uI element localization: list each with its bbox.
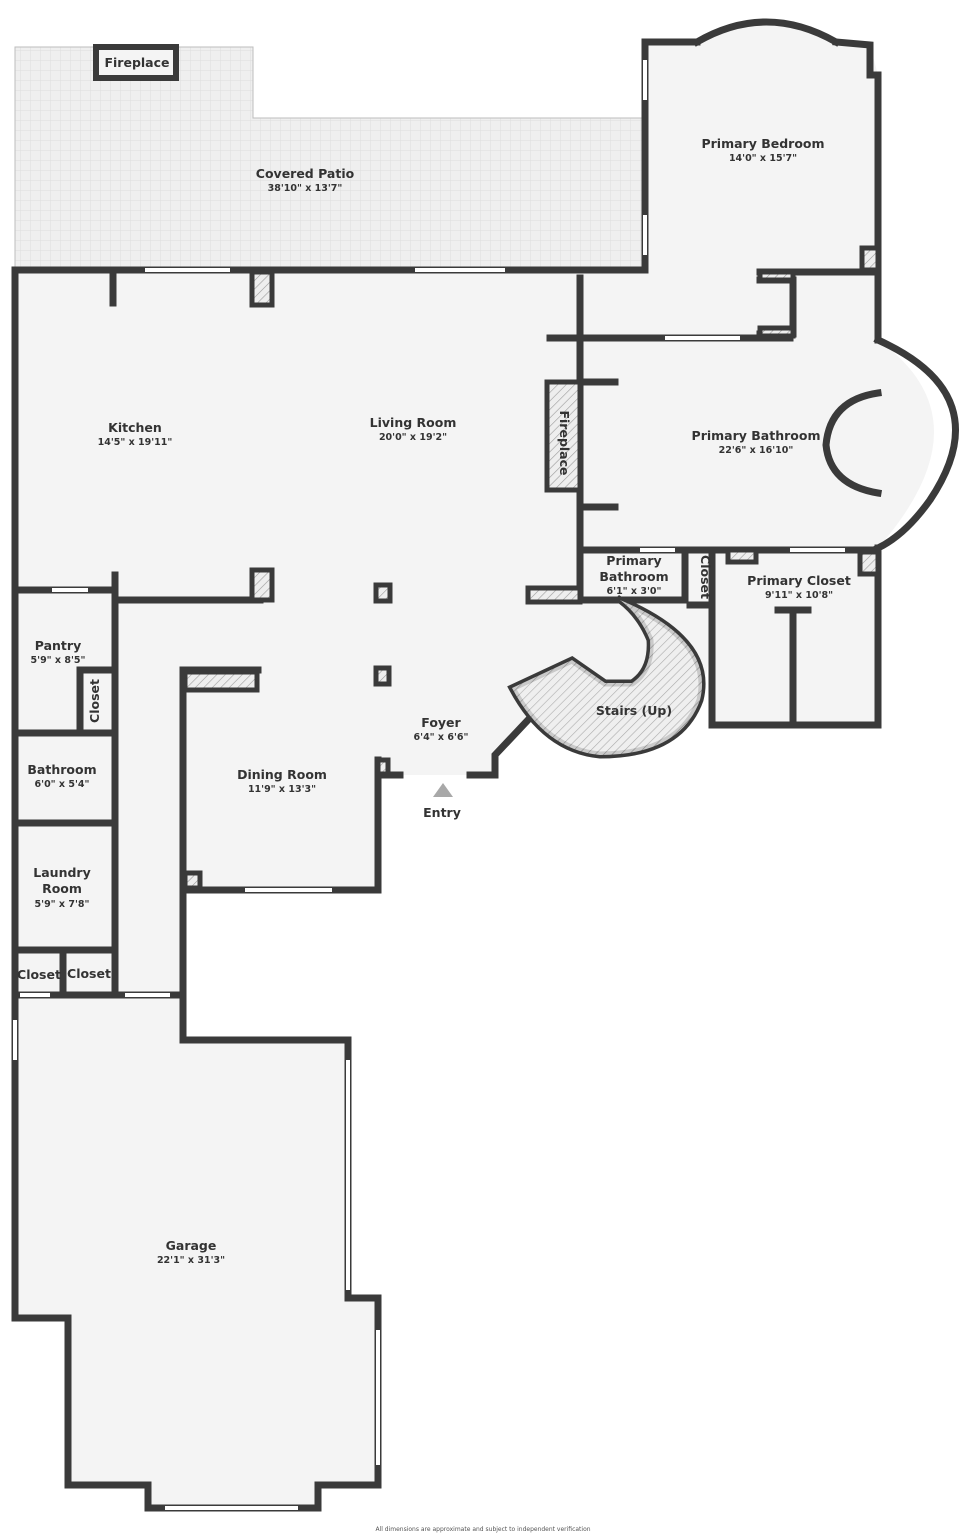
living-room-dims: 20'0" x 19'2" xyxy=(379,432,447,443)
laundry-room-label-2: Room xyxy=(42,881,82,896)
stairs-hatch xyxy=(512,600,703,755)
entry-label: Entry xyxy=(423,805,461,820)
dining-room-label: Dining Room xyxy=(237,767,327,782)
garage-label: Garage xyxy=(166,1238,217,1253)
laundry-room-label-1: Laundry xyxy=(33,865,90,880)
foyer-label: Foyer xyxy=(421,715,461,730)
patio-fireplace-label: Fireplace xyxy=(104,55,169,70)
primary-bedroom-label: Primary Bedroom xyxy=(701,136,824,151)
primary-bathroom-small-label-1: Primary xyxy=(606,553,661,568)
pantry-dims: 5'9" x 8'5" xyxy=(31,655,86,666)
bathroom-dims: 6'0" x 5'4" xyxy=(35,779,90,790)
living-room-label: Living Room xyxy=(370,415,457,430)
kitchen-dims: 14'5" x 19'11" xyxy=(98,437,173,448)
covered-patio-label: Covered Patio xyxy=(256,166,355,181)
stairs-label: Stairs (Up) xyxy=(596,703,672,718)
primary-bathroom-label: Primary Bathroom xyxy=(692,428,821,443)
primary-closet-label: Primary Closet xyxy=(747,573,851,588)
pantry-label: Pantry xyxy=(35,638,81,653)
covered-patio-dims: 38'10" x 13'7" xyxy=(268,183,343,194)
pantry-closet-label: Closet xyxy=(87,679,102,723)
entry-arrow-icon xyxy=(433,783,453,797)
bathroom-label: Bathroom xyxy=(27,762,96,777)
garage-dims: 22'1" x 31'3" xyxy=(157,1255,225,1266)
primary-bathroom-small-label-2: Bathroom xyxy=(599,569,668,584)
primary-bathroom-dims: 22'6" x 16'10" xyxy=(719,445,794,456)
foyer-dims: 6'4" x 6'6" xyxy=(414,732,469,743)
primary-closet-dims: 9'11" x 10'8" xyxy=(765,590,833,601)
columns xyxy=(182,245,881,891)
kitchen-label: Kitchen xyxy=(108,420,162,435)
dining-room-dims: 11'9" x 13'3" xyxy=(248,784,316,795)
primary-bedroom-dims: 14'0" x 15'7" xyxy=(729,153,797,164)
living-fireplace xyxy=(544,379,583,493)
primary-closet-small-label: Closet xyxy=(698,555,713,599)
footer-note: All dimensions are approximate and subje… xyxy=(375,1526,590,1533)
living-fireplace-label: Fireplace xyxy=(557,410,572,475)
laundry-room-dims: 5'9" x 7'8" xyxy=(35,899,90,910)
floor-fill xyxy=(15,23,934,1508)
primary-bathroom-small-dims: 6'1" x 3'0" xyxy=(607,586,662,597)
closet-1-label: Closet xyxy=(17,967,61,982)
closet-2-label: Closet xyxy=(67,966,111,981)
patio-fireplace xyxy=(93,44,179,81)
